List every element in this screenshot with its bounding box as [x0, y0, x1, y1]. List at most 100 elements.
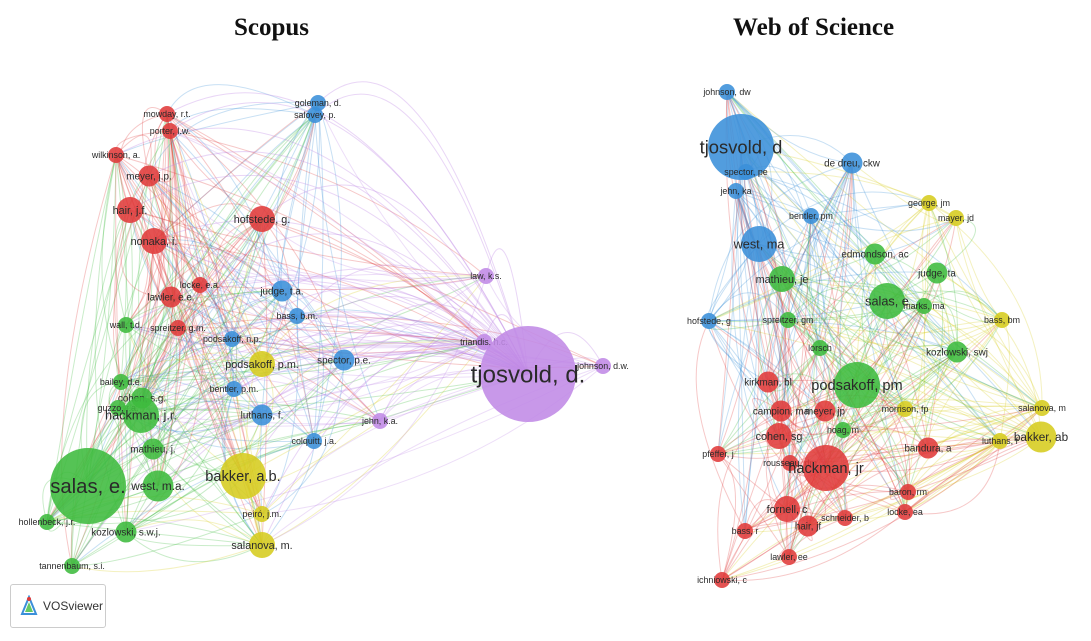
wos-node-circle[interactable]: [926, 262, 948, 284]
wos-node[interactable]: lorsch: [808, 340, 832, 356]
wos-node-circle[interactable]: [797, 515, 819, 537]
scopus-node-circle[interactable]: [138, 165, 160, 187]
scopus-node[interactable]: spector, p.e.: [317, 349, 371, 371]
scopus-node-circle[interactable]: [160, 286, 182, 308]
wos-node-circle[interactable]: [869, 283, 905, 319]
wos-node-circle[interactable]: [992, 433, 1008, 449]
scopus-node[interactable]: hackman, j.r.: [105, 397, 177, 433]
scopus-node-circle[interactable]: [170, 320, 186, 336]
scopus-node-circle[interactable]: [115, 521, 137, 543]
scopus-node[interactable]: luthans, f.: [241, 404, 284, 426]
wos-node[interactable]: hair, jf: [795, 515, 822, 537]
scopus-node-circle[interactable]: [108, 147, 124, 163]
scopus-node-circle[interactable]: [289, 308, 305, 324]
scopus-node-circle[interactable]: [251, 404, 273, 426]
scopus-node[interactable]: salanova, m.: [231, 532, 293, 558]
scopus-node[interactable]: nonaka, i.: [131, 228, 178, 254]
wos-node[interactable]: marks, ma: [903, 298, 945, 314]
wos-node[interactable]: tjosvold, d: [700, 114, 783, 180]
scopus-node[interactable]: hollenbeck, j.r.: [19, 514, 76, 530]
scopus-node[interactable]: bailey, d.e.: [100, 374, 142, 390]
wos-node[interactable]: bentler, pm: [789, 208, 833, 224]
scopus-node-circle[interactable]: [476, 334, 492, 350]
wos-node-circle[interactable]: [741, 226, 777, 262]
scopus-node-circle[interactable]: [220, 453, 266, 499]
scopus-node-circle[interactable]: [595, 358, 611, 374]
scopus-node-circle[interactable]: [64, 558, 80, 574]
wos-node-circle[interactable]: [780, 312, 796, 328]
scopus-node-circle[interactable]: [118, 317, 134, 333]
scopus-node[interactable]: colquitt, j.a.: [292, 433, 337, 449]
scopus-node-circle[interactable]: [192, 277, 208, 293]
scopus-node[interactable]: bakker, a.b.: [205, 453, 281, 499]
wos-node-circle[interactable]: [812, 340, 828, 356]
scopus-node[interactable]: podsakoff, n.p.: [203, 331, 261, 347]
scopus-node[interactable]: tannenbaum, s.i.: [39, 558, 105, 574]
scopus-node[interactable]: goleman, d.: [295, 95, 341, 111]
wos-node-circle[interactable]: [737, 523, 753, 539]
scopus-node-circle[interactable]: [117, 197, 143, 223]
wos-node-circle[interactable]: [946, 341, 968, 363]
wos-node-circle[interactable]: [719, 84, 735, 100]
wos-node[interactable]: edmondson, ac: [841, 243, 909, 265]
wos-node[interactable]: west, ma: [733, 226, 786, 262]
wos-node[interactable]: campion, ma: [753, 400, 810, 422]
wos-node-circle[interactable]: [814, 400, 836, 422]
wos-node-circle[interactable]: [774, 496, 800, 522]
wos-node[interactable]: bass, r: [732, 523, 759, 539]
wos-node-circle[interactable]: [864, 243, 886, 265]
wos-node[interactable]: bass, bm: [984, 312, 1020, 328]
wos-node[interactable]: mathieu, je: [756, 266, 809, 292]
scopus-node-circle[interactable]: [142, 470, 174, 502]
wos-node-circle[interactable]: [769, 266, 795, 292]
wos-node-circle[interactable]: [917, 437, 939, 459]
scopus-node-circle[interactable]: [271, 280, 293, 302]
wos-node[interactable]: meyer, jp: [805, 400, 845, 422]
scopus-node-circle[interactable]: [307, 107, 323, 123]
wos-node[interactable]: podsakoff, pm: [811, 362, 903, 408]
wos-node-circle[interactable]: [803, 208, 819, 224]
scopus-node-circle[interactable]: [254, 506, 270, 522]
scopus-node[interactable]: law, k.s.: [470, 268, 502, 284]
scopus-node[interactable]: lawler, e.e.: [147, 286, 195, 308]
wos-node[interactable]: salanova, m: [1018, 400, 1066, 416]
wos-node[interactable]: johnson, dw: [702, 84, 751, 100]
scopus-node[interactable]: locke, e.a.: [180, 277, 220, 293]
wos-node-circle[interactable]: [782, 455, 798, 471]
wos-node[interactable]: baron, rm: [889, 484, 927, 500]
scopus-node-circle[interactable]: [50, 448, 126, 524]
scopus-node[interactable]: peiró, j.m.: [243, 506, 282, 522]
wos-node[interactable]: bakker, ab: [1014, 421, 1069, 453]
scopus-node[interactable]: wall, t.d.: [109, 317, 143, 333]
wos-node[interactable]: judge, ta: [917, 262, 956, 284]
wos-node[interactable]: george, jm: [908, 195, 950, 211]
wos-node[interactable]: bandura, a: [904, 437, 952, 459]
wos-node-circle[interactable]: [897, 504, 913, 520]
scopus-node-circle[interactable]: [159, 106, 175, 122]
wos-node[interactable]: de dreu, ckw: [824, 152, 881, 174]
scopus-node-circle[interactable]: [249, 532, 275, 558]
wos-node-circle[interactable]: [714, 572, 730, 588]
wos-node[interactable]: jehn, ka: [719, 183, 752, 199]
wos-node-circle[interactable]: [781, 549, 797, 565]
wos-node-circle[interactable]: [770, 400, 792, 422]
wos-node[interactable]: hoag, m: [827, 422, 859, 438]
wos-node-circle[interactable]: [921, 195, 937, 211]
scopus-node-circle[interactable]: [39, 514, 55, 530]
scopus-node[interactable]: jehn, k.a.: [361, 413, 398, 429]
scopus-node[interactable]: wilkinson, a.: [91, 147, 140, 163]
scopus-node[interactable]: hair, j.f.: [113, 197, 148, 223]
wos-node[interactable]: schneider, b: [821, 510, 869, 526]
wos-node[interactable]: spector, pe: [724, 164, 768, 180]
scopus-node-circle[interactable]: [224, 331, 240, 347]
scopus-node[interactable]: tjosvold, d.: [471, 326, 586, 422]
scopus-node[interactable]: triandis, h.c.: [460, 334, 508, 350]
scopus-node-circle[interactable]: [310, 95, 326, 111]
wos-node-circle[interactable]: [916, 298, 932, 314]
wos-node[interactable]: locke, ea: [887, 504, 923, 520]
wos-node[interactable]: spreitzer, gm: [763, 312, 814, 328]
scopus-node-circle[interactable]: [110, 400, 126, 416]
scopus-node[interactable]: judge, t.a.: [259, 280, 304, 302]
scopus-node-circle[interactable]: [113, 374, 129, 390]
wos-node[interactable]: morrison, fp: [882, 401, 929, 417]
